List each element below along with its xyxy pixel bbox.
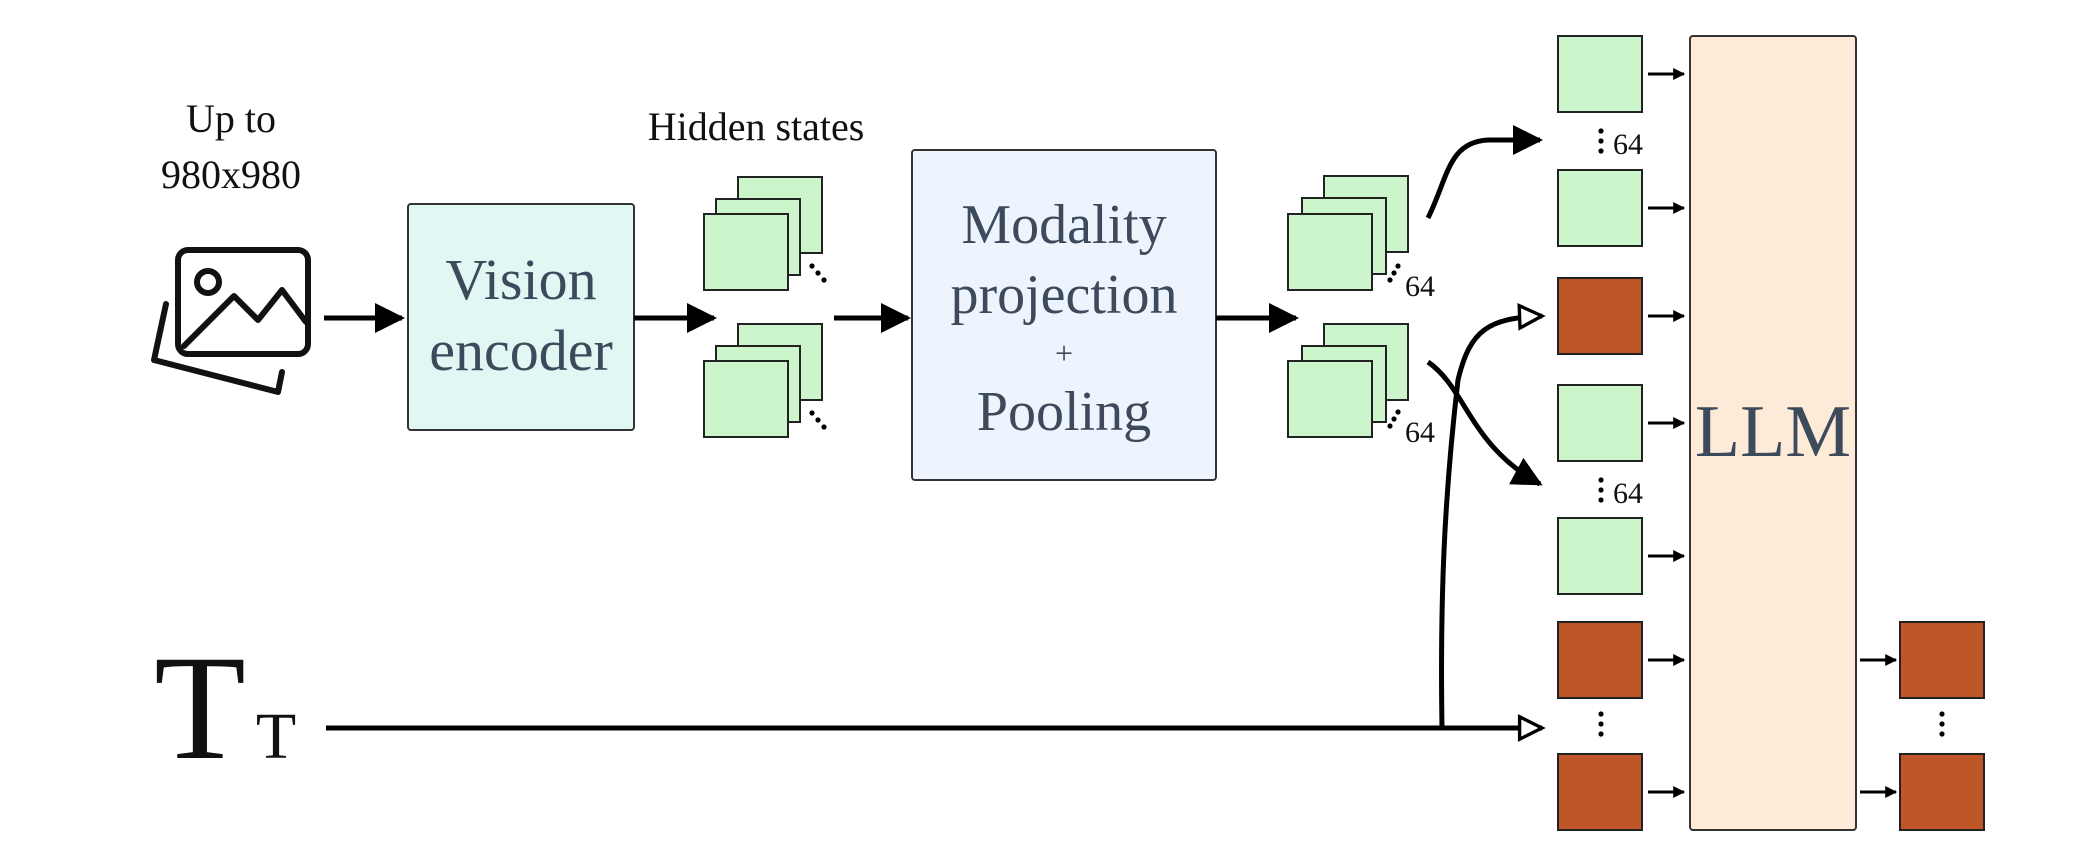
sequence-count-top: 64: [1613, 128, 1643, 161]
image-token: [1557, 517, 1643, 595]
vision-encoder-label-line1: Vision: [445, 247, 596, 312]
llm-label: LLM: [1695, 391, 1851, 473]
vision-encoder-block: Vision encoder: [407, 203, 635, 431]
pooled-count-bottom: 64: [1405, 416, 1435, 449]
arrow-pooled-bottom-to-sequence: [1426, 359, 1543, 487]
projection-label-line2: projection: [950, 264, 1177, 326]
output-ellipsis: [1939, 711, 1945, 737]
pooled-ellipsis-bottom: [1387, 409, 1401, 429]
llm-input-sequence: [1557, 35, 1643, 831]
projection-label-line3: +: [1055, 335, 1073, 371]
hidden-state-ellipsis-bottom: [809, 410, 827, 430]
text-token: [1557, 753, 1643, 831]
pooled-count-top: 64: [1405, 270, 1435, 303]
sequence-count-middle: 64: [1613, 477, 1643, 510]
pooled-stack-bottom: [1287, 323, 1409, 438]
projection-label-line1: Modality: [961, 194, 1166, 256]
image-token: [1557, 35, 1643, 113]
pooled-ellipsis-top: [1387, 263, 1401, 283]
llm-to-output-arrows: [1860, 654, 1898, 798]
sequence-ellipsis-middle: [1598, 477, 1604, 503]
image-icon: [151, 247, 311, 395]
sequence-to-llm-arrows: [1648, 68, 1686, 798]
arrow-pooled-top-to-sequence: [1425, 125, 1543, 220]
sequence-ellipsis-bottom: [1598, 711, 1604, 737]
output-token: [1899, 621, 1985, 699]
output-token: [1899, 753, 1985, 831]
projection-label-line4: Pooling: [977, 381, 1151, 443]
pooled-stack-top: [1287, 175, 1409, 291]
text-token: [1557, 621, 1643, 699]
text-token: [1557, 277, 1643, 355]
hidden-states-label: Hidden states: [648, 104, 865, 149]
llm-block: LLM: [1689, 35, 1857, 831]
hidden-state-stack-top: [703, 176, 823, 291]
text-icon: T T: [154, 625, 296, 791]
arrow-text-branch-to-sequence: [1439, 302, 1546, 729]
hidden-state-ellipsis-top: [809, 263, 827, 283]
input-size-label-line2: 980x980: [161, 152, 301, 197]
hidden-state-stack-bottom: [703, 323, 823, 438]
sequence-ellipsis-top: [1598, 128, 1604, 154]
llm-output-sequence: [1899, 621, 1985, 831]
image-token: [1557, 384, 1643, 462]
input-size-label-line1: Up to: [186, 96, 276, 141]
text-icon-small-t: T: [256, 700, 296, 773]
projection-block: Modality projection + Pooling: [911, 149, 1217, 481]
image-token: [1557, 169, 1643, 247]
vision-encoder-label-line2: encoder: [429, 318, 613, 383]
text-icon-large-t: T: [154, 625, 246, 791]
